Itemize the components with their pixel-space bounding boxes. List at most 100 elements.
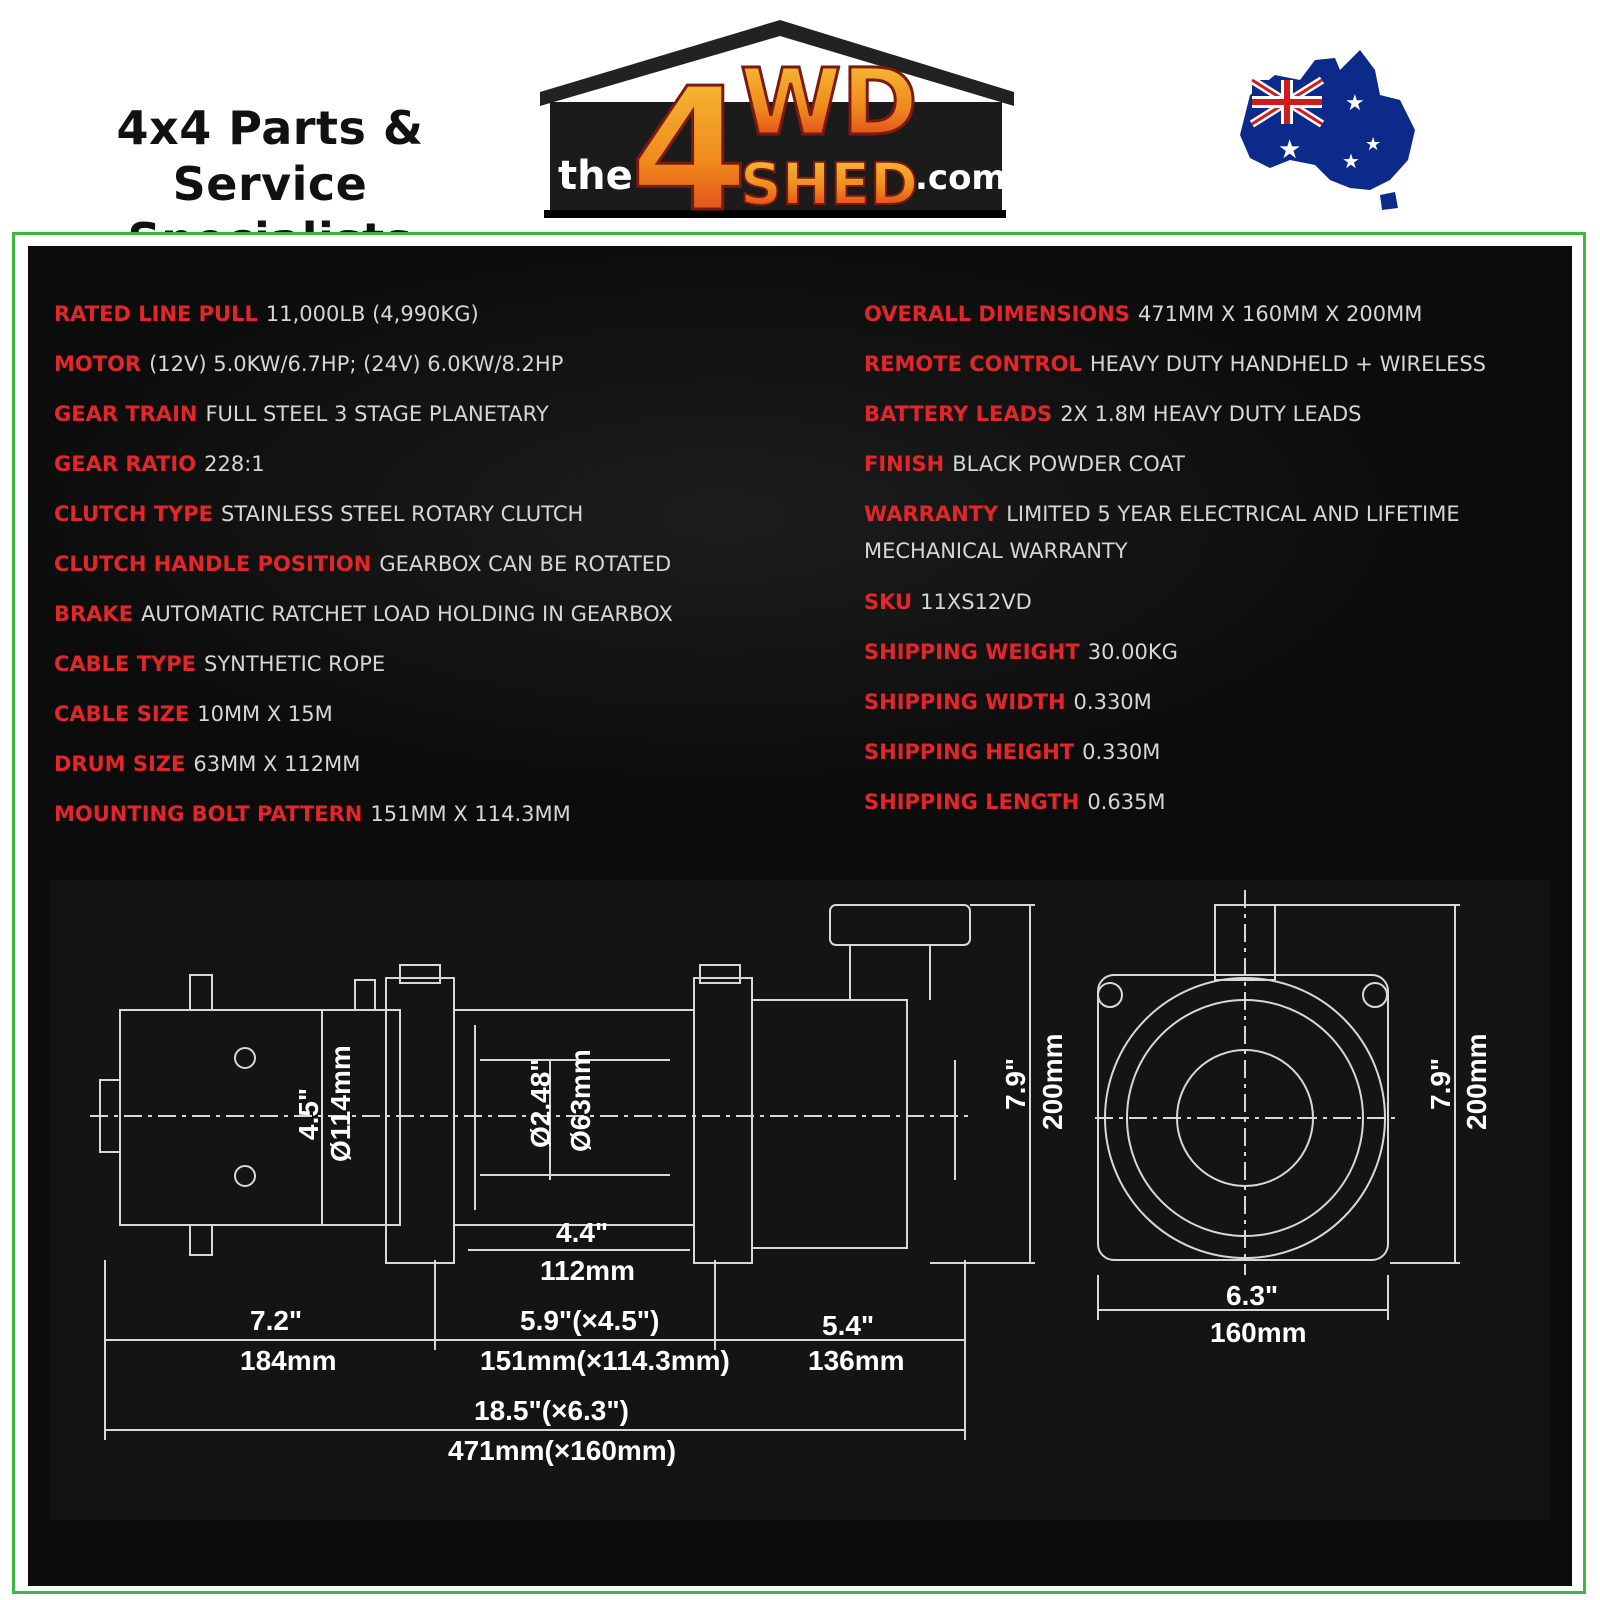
left-end-plate (385, 977, 455, 1264)
spec-value: 11,000LB (4,990KG) (265, 302, 479, 326)
seg2-in-label: 5.9"(×4.5") (520, 1305, 659, 1336)
end-width-mm-label: 160mm (1210, 1317, 1307, 1348)
spec-value: GEARBOX CAN BE ROTATED (379, 552, 672, 576)
spec-row-drum-size: DRUM SIZE 63MM X 112MM (54, 746, 814, 796)
logo-the-text: the (558, 153, 633, 199)
spec-label: CABLE TYPE (54, 652, 196, 676)
right-end-plate (693, 977, 753, 1264)
drum-len-mm-label: 112mm (540, 1255, 635, 1286)
logo-shed-text: SHED (740, 150, 918, 218)
logo-base-line (544, 210, 1006, 218)
spec-label: REMOTE CONTROL (864, 352, 1082, 376)
australia-flag-map-icon: ★ ★ ★ ★ (1240, 50, 1415, 210)
spec-label: SHIPPING WEIGHT (864, 640, 1080, 664)
spec-value: 0.330M (1073, 690, 1152, 714)
spec-label: BRAKE (54, 602, 134, 626)
tagline-line-1: 4x4 Parts & Service (116, 101, 424, 211)
gearbox (751, 999, 908, 1249)
spec-value: 63MM X 112MM (193, 752, 361, 776)
spec-label: GEAR RATIO (54, 452, 197, 476)
svg-text:★: ★ (1278, 135, 1301, 165)
total-in-label: 18.5"(×6.3") (474, 1395, 629, 1426)
end-width-in-label: 6.3" (1226, 1280, 1278, 1311)
logo-4-text: 4 (630, 52, 748, 224)
spec-row-rated-line-pull: RATED LINE PULL 11,000LB (4,990KG) (54, 296, 814, 346)
spec-value: 0.635M (1087, 790, 1166, 814)
seg1-in-label: 7.2" (250, 1305, 302, 1336)
spec-label: OVERALL DIMENSIONS (864, 302, 1130, 326)
spec-row-gear-ratio: GEAR RATIO 228:1 (54, 446, 814, 496)
winch-side-view (90, 904, 1035, 1440)
spec-value: FULL STEEL 3 STAGE PLANETARY (205, 402, 549, 426)
motor-dia-mm-label: Ø114mm (325, 1045, 356, 1162)
drum-len-in-label: 4.4" (556, 1217, 608, 1248)
motor-body (119, 1009, 401, 1226)
height-in-label: 7.9" (1000, 1058, 1031, 1110)
drum-dia-in-label: Ø2.48" (525, 1058, 556, 1148)
spec-row-remote-control: REMOTE CONTROL HEAVY DUTY HANDHELD + WIRE… (864, 346, 1564, 396)
spec-label: FINISH (864, 452, 945, 476)
seg2-mm-label: 151mm(×114.3mm) (480, 1345, 730, 1376)
spec-row-finish: FINISH BLACK POWDER COAT (864, 446, 1564, 496)
union-jack-segment (1249, 76, 1325, 128)
spec-value: LIMITED 5 YEAR ELECTRICAL AND LIFETIME M… (864, 502, 1460, 563)
total-mm-label: 471mm(×160mm) (448, 1435, 676, 1466)
spec-value: STAINLESS STEEL ROTARY CLUTCH (221, 502, 584, 526)
spec-row-cable-type: CABLE TYPE SYNTHETIC ROPE (54, 646, 814, 696)
spec-label: RATED LINE PULL (54, 302, 258, 326)
spec-label: CABLE SIZE (54, 702, 190, 726)
spec-row-shipping-height: SHIPPING HEIGHT 0.330M (864, 734, 1564, 784)
spec-value: 0.330M (1082, 740, 1161, 764)
spec-row-mounting-bolt-pattern: MOUNTING BOLT PATTERN 151MM X 114.3MM (54, 796, 814, 846)
spec-value: 151MM X 114.3MM (370, 802, 571, 826)
spec-value: SYNTHETIC ROPE (203, 652, 386, 676)
drum-dia-mm-label: Ø63mm (565, 1049, 596, 1152)
spec-row-shipping-length: SHIPPING LENGTH 0.635M (864, 784, 1564, 834)
header: 4x4 Parts & Service Specialists the 4 WD… (0, 0, 1600, 267)
seg3-mm-label: 136mm (808, 1345, 905, 1376)
svg-text:★: ★ (1342, 149, 1360, 173)
spec-row-gear-train: GEAR TRAIN FULL STEEL 3 STAGE PLANETARY (54, 396, 814, 446)
svg-text:★: ★ (1365, 134, 1381, 155)
spec-label: GEAR TRAIN (54, 402, 198, 426)
end-height-mm-label: 200mm (1461, 1033, 1492, 1130)
height-mm-label: 200mm (1037, 1033, 1068, 1130)
spec-value: 2X 1.8M HEAVY DUTY LEADS (1060, 402, 1362, 426)
logo-body (550, 102, 1002, 210)
spec-label: WARRANTY (864, 502, 999, 526)
spec-label: CLUTCH HANDLE POSITION (54, 552, 372, 576)
spec-value: BLACK POWDER COAT (952, 452, 1185, 476)
end-height-in-label: 7.9" (1425, 1058, 1456, 1110)
spec-label: BATTERY LEADS (864, 402, 1053, 426)
winch-end-view (1095, 890, 1460, 1320)
winch-dimension-drawing: 4.5" Ø114mm Ø2.48" Ø63mm 4.4" 112mm 7.2"… (50, 880, 1550, 1520)
spec-row-clutch-handle-position: CLUTCH HANDLE POSITION GEARBOX CAN BE ROT… (54, 546, 814, 596)
logo-wd-text: WD (740, 49, 918, 156)
spec-value: HEAVY DUTY HANDHELD + WIRELESS (1089, 352, 1487, 376)
spec-value: (12V) 5.0KW/6.7HP; (24V) 6.0KW/8.2HP (149, 352, 564, 376)
seg3-in-label: 5.4" (822, 1310, 874, 1341)
spec-label: SHIPPING LENGTH (864, 790, 1080, 814)
spec-value: 11XS12VD (920, 590, 1032, 614)
svg-text:★: ★ (1345, 91, 1365, 116)
spec-row-overall-dimensions: OVERALL DIMENSIONS 471MM X 160MM X 200MM (864, 296, 1564, 346)
spec-value: 30.00KG (1087, 640, 1178, 664)
spec-value: 228:1 (204, 452, 265, 476)
spec-row-battery-leads: BATTERY LEADS 2X 1.8M HEAVY DUTY LEADS (864, 396, 1564, 446)
spec-value: 10MM X 15M (197, 702, 333, 726)
spec-row-cable-size: CABLE SIZE 10MM X 15M (54, 696, 814, 746)
motor-dia-in-label: 4.5" (293, 1088, 324, 1140)
spec-label: MOUNTING BOLT PATTERN (54, 802, 363, 826)
spec-label: SHIPPING WIDTH (864, 690, 1066, 714)
logo-roof-shape (540, 20, 1014, 106)
spec-label: SHIPPING HEIGHT (864, 740, 1075, 764)
logo-com-text: .com (915, 158, 1007, 198)
the4wdshed-logo[interactable]: the 4 WD SHED .com (540, 14, 1040, 224)
spec-row-shipping-weight: SHIPPING WEIGHT 30.00KG (864, 634, 1564, 684)
spec-label: DRUM SIZE (54, 752, 186, 776)
spec-value: 471MM X 160MM X 200MM (1137, 302, 1423, 326)
